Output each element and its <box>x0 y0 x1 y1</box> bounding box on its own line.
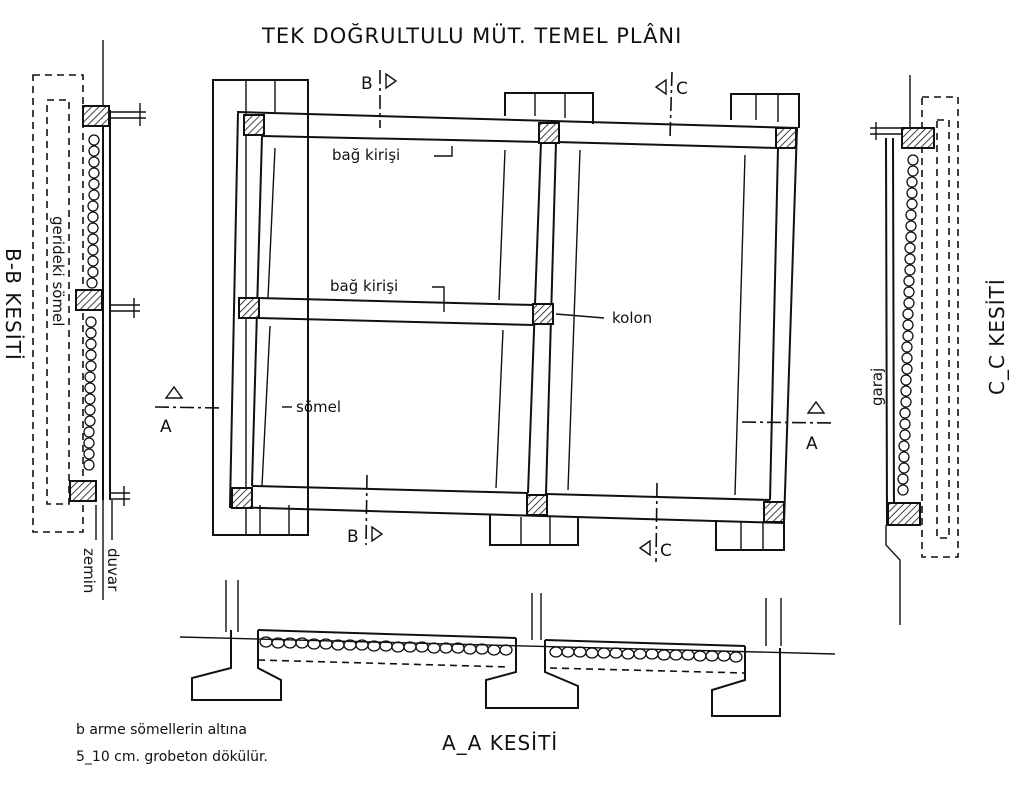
svg-text:A: A <box>806 434 818 454</box>
footing-stub-bottom-right <box>715 520 785 551</box>
section-c-c: garaj C_C KESİTİ <box>868 75 1009 625</box>
column-top-right <box>775 127 797 149</box>
footing-stub-bottom-middle <box>489 515 579 546</box>
svg-text:A: A <box>160 417 172 437</box>
svg-text:C: C <box>676 79 688 99</box>
column-top-left <box>243 114 265 136</box>
column-top-middle <box>538 122 560 144</box>
column-mid-left <box>238 297 260 319</box>
stone-infill-right <box>897 154 919 496</box>
footing-strip-left <box>212 79 309 536</box>
wall-label: duvar <box>104 548 122 592</box>
column-label: kolon <box>612 309 652 327</box>
behind-footing-label: gerideki sömel <box>49 216 67 326</box>
column-bottom-left <box>231 487 253 509</box>
section-mark-a-left: A <box>154 385 223 437</box>
section-a-a-title: A_A KESİTİ <box>442 731 558 755</box>
drawing-title: TEK DOĞRULTULU MÜT. TEMEL PLÂNI <box>261 23 682 48</box>
section-c-c-title: C_C KESİTİ <box>985 278 1009 395</box>
section-b-b: duvar zemin gerideki sömel B-B KESİTİ <box>1 40 146 600</box>
tie-beam-label-middle: bağ kirişi <box>330 277 398 295</box>
column-bottom-right <box>763 501 785 523</box>
column-mid-center <box>532 303 554 325</box>
section-mark-b-top: B <box>361 70 398 128</box>
footing-stub-top-right <box>730 93 800 128</box>
footing-label: sömel <box>296 398 341 416</box>
section-mark-c-bottom: C <box>638 482 672 563</box>
note-line-2: 5_10 cm. grobeton dökülür. <box>76 749 268 765</box>
section-mark-b-bottom: B <box>347 474 384 547</box>
foundation-plan: bağ kirişi bağ kirişi kolon sömel A A B … <box>154 70 836 563</box>
ground-label: zemin <box>80 548 98 593</box>
stone-infill-bottom <box>259 636 743 663</box>
note-line-1: b arme sömellerin altına <box>76 722 247 738</box>
stone-infill-left <box>83 134 100 471</box>
section-mark-a-right: A <box>741 400 836 454</box>
svg-text:B: B <box>347 527 359 547</box>
column-bottom-middle <box>526 494 548 516</box>
section-a-a: b arme sömellerin altına 5_10 cm. grobet… <box>76 580 836 765</box>
footing-stub-top-middle <box>504 92 594 124</box>
garage-label: garaj <box>868 368 886 406</box>
section-mark-c-top: C <box>654 71 688 139</box>
svg-text:C: C <box>660 541 672 561</box>
tie-beam-label-top: bağ kirişi <box>332 146 400 164</box>
svg-text:B: B <box>361 74 373 94</box>
section-b-b-title: B-B KESİTİ <box>1 248 25 361</box>
